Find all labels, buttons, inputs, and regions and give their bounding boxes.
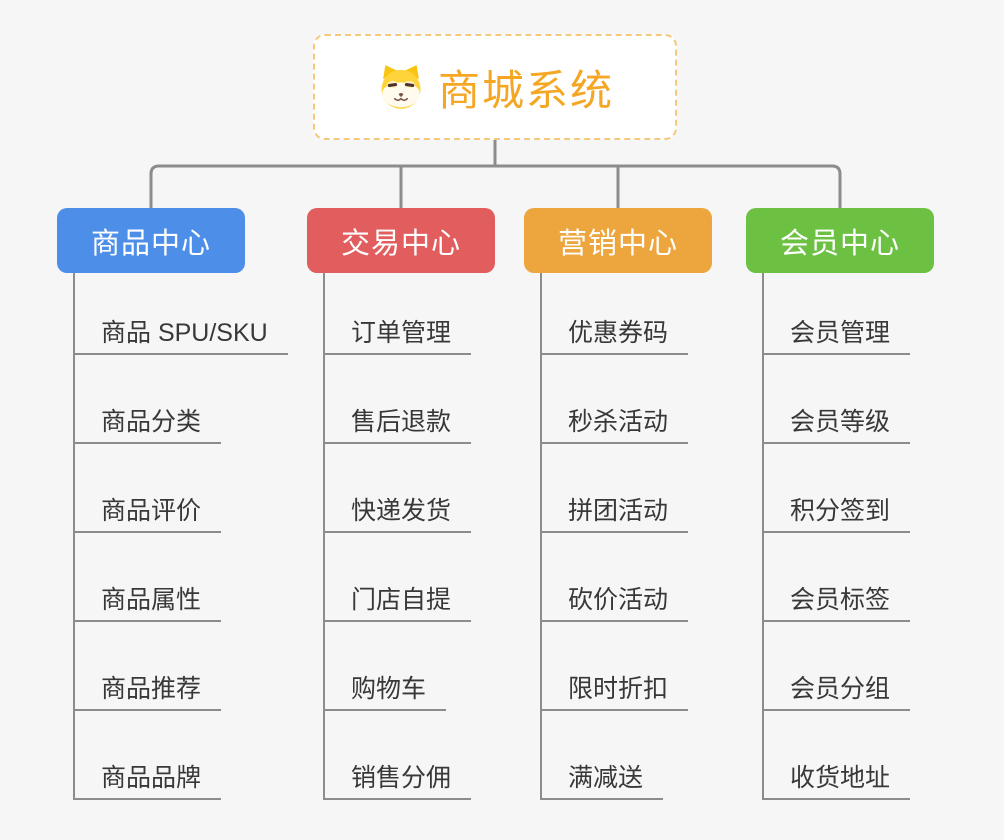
- item-label: 会员标签: [762, 585, 911, 622]
- branch-column: 商品中心 商品 SPU/SKU 商品分类商品评价商品属性商品推荐商品品牌: [57, 0, 288, 840]
- mindmap-item[interactable]: 会员分组: [762, 674, 911, 711]
- dog-face-icon: [381, 65, 421, 109]
- mindmap-item[interactable]: 订单管理: [323, 318, 472, 355]
- branch-connector-line: [323, 273, 325, 800]
- mindmap-item[interactable]: 售后退款: [323, 407, 472, 444]
- item-label: 砍价活动: [540, 585, 689, 622]
- mindmap-item[interactable]: 会员等级: [762, 407, 911, 444]
- item-label: 会员管理: [762, 318, 911, 355]
- branch-header-0[interactable]: 商品中心: [57, 208, 245, 273]
- mindmap-item[interactable]: 商品分类: [73, 407, 222, 444]
- item-label: 会员分组: [762, 674, 911, 711]
- item-label: 销售分佣: [323, 763, 472, 800]
- item-label: 商品分类: [73, 407, 222, 444]
- item-label: 秒杀活动: [540, 407, 689, 444]
- item-label: 商品品牌: [73, 763, 222, 800]
- mindmap-item[interactable]: 积分签到: [762, 496, 911, 533]
- mindmap-item[interactable]: 秒杀活动: [540, 407, 689, 444]
- item-label: 商品 SPU/SKU: [73, 318, 288, 355]
- mindmap-item[interactable]: 商品品牌: [73, 763, 222, 800]
- item-label: 会员等级: [762, 407, 911, 444]
- branch-label: 会员中心: [779, 227, 900, 260]
- item-label: 收货地址: [762, 763, 911, 800]
- branch-column: 营销中心 优惠券码秒杀活动拼团活动砍价活动限时折扣满减送: [524, 0, 724, 840]
- branch-column: 交易中心 订单管理售后退款快递发货门店自提购物车销售分佣: [307, 0, 507, 840]
- branch-connector-line: [73, 273, 75, 800]
- branch-header-1[interactable]: 交易中心: [307, 208, 495, 273]
- mindmap-item[interactable]: 商品 SPU/SKU: [73, 318, 288, 355]
- mindmap-item[interactable]: 会员标签: [762, 585, 911, 622]
- mindmap-item[interactable]: 快递发货: [323, 496, 472, 533]
- mindmap-item[interactable]: 门店自提: [323, 585, 472, 622]
- root-node[interactable]: 商城系统: [313, 34, 677, 140]
- mindmap-item[interactable]: 商品属性: [73, 585, 222, 622]
- mindmap-item[interactable]: 优惠券码: [540, 318, 689, 355]
- branch-label: 交易中心: [340, 227, 461, 260]
- mindmap-item[interactable]: 购物车: [323, 674, 447, 711]
- branch-column: 会员中心 会员管理会员等级积分签到会员标签会员分组收货地址: [746, 0, 946, 840]
- item-label: 商品评价: [73, 496, 222, 533]
- mindmap-item[interactable]: 砍价活动: [540, 585, 689, 622]
- mindmap-item[interactable]: 限时折扣: [540, 674, 689, 711]
- item-label: 商品属性: [73, 585, 222, 622]
- item-label: 售后退款: [323, 407, 472, 444]
- item-label: 限时折扣: [540, 674, 689, 711]
- branch-connector-line: [762, 273, 764, 800]
- mindmap-item[interactable]: 商品评价: [73, 496, 222, 533]
- mindmap-item[interactable]: 满减送: [540, 763, 664, 800]
- branch-label: 商品中心: [90, 227, 211, 260]
- item-label: 商品推荐: [73, 674, 222, 711]
- mindmap-item[interactable]: 拼团活动: [540, 496, 689, 533]
- item-label: 快递发货: [323, 496, 472, 533]
- item-label: 拼团活动: [540, 496, 689, 533]
- branch-connector-line: [540, 273, 542, 800]
- branch-header-2[interactable]: 营销中心: [524, 208, 712, 273]
- root-title: 商城系统: [437, 66, 614, 114]
- mindmap-item[interactable]: 商品推荐: [73, 674, 222, 711]
- item-label: 门店自提: [323, 585, 472, 622]
- branch-label: 营销中心: [557, 227, 678, 260]
- item-label: 积分签到: [762, 496, 911, 533]
- mindmap-item[interactable]: 销售分佣: [323, 763, 472, 800]
- item-label: 满减送: [540, 763, 664, 800]
- mindmap-item[interactable]: 收货地址: [762, 763, 911, 800]
- mindmap-item[interactable]: 会员管理: [762, 318, 911, 355]
- item-label: 订单管理: [323, 318, 472, 355]
- item-label: 购物车: [323, 674, 447, 711]
- item-label: 优惠券码: [540, 318, 689, 355]
- branch-header-3[interactable]: 会员中心: [746, 208, 934, 273]
